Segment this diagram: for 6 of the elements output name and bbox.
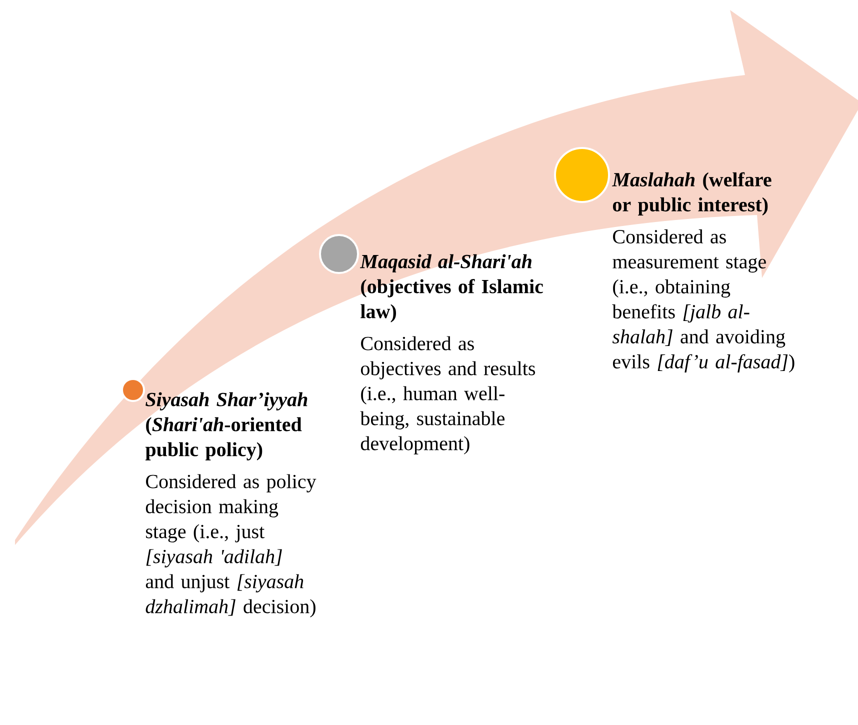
- stage-heading: Siyasah Shar’iyyah (Shari'ah-oriented public policy): [145, 392, 308, 460]
- stage-description: Considered as policy decision making stage (i.e., just [siyasah 'adilah] and unjust [siyasah dzhalimah] decision): [146, 474, 316, 618]
- stage-heading: Maslahah (welfare or public interest): [612, 172, 772, 216]
- stage-description: Considered as objectives and results (i.e., human well-being, sustainable development): [360, 336, 535, 454]
- stage-heading: Maqasid al-Shari'ah (objectives of Islamic law): [360, 254, 543, 322]
- stage-description: Considered as measurement stage (i.e., obtaining benefits [jalb al-shalah] and avoiding evils [daf’u al-fasad]): [612, 229, 794, 373]
